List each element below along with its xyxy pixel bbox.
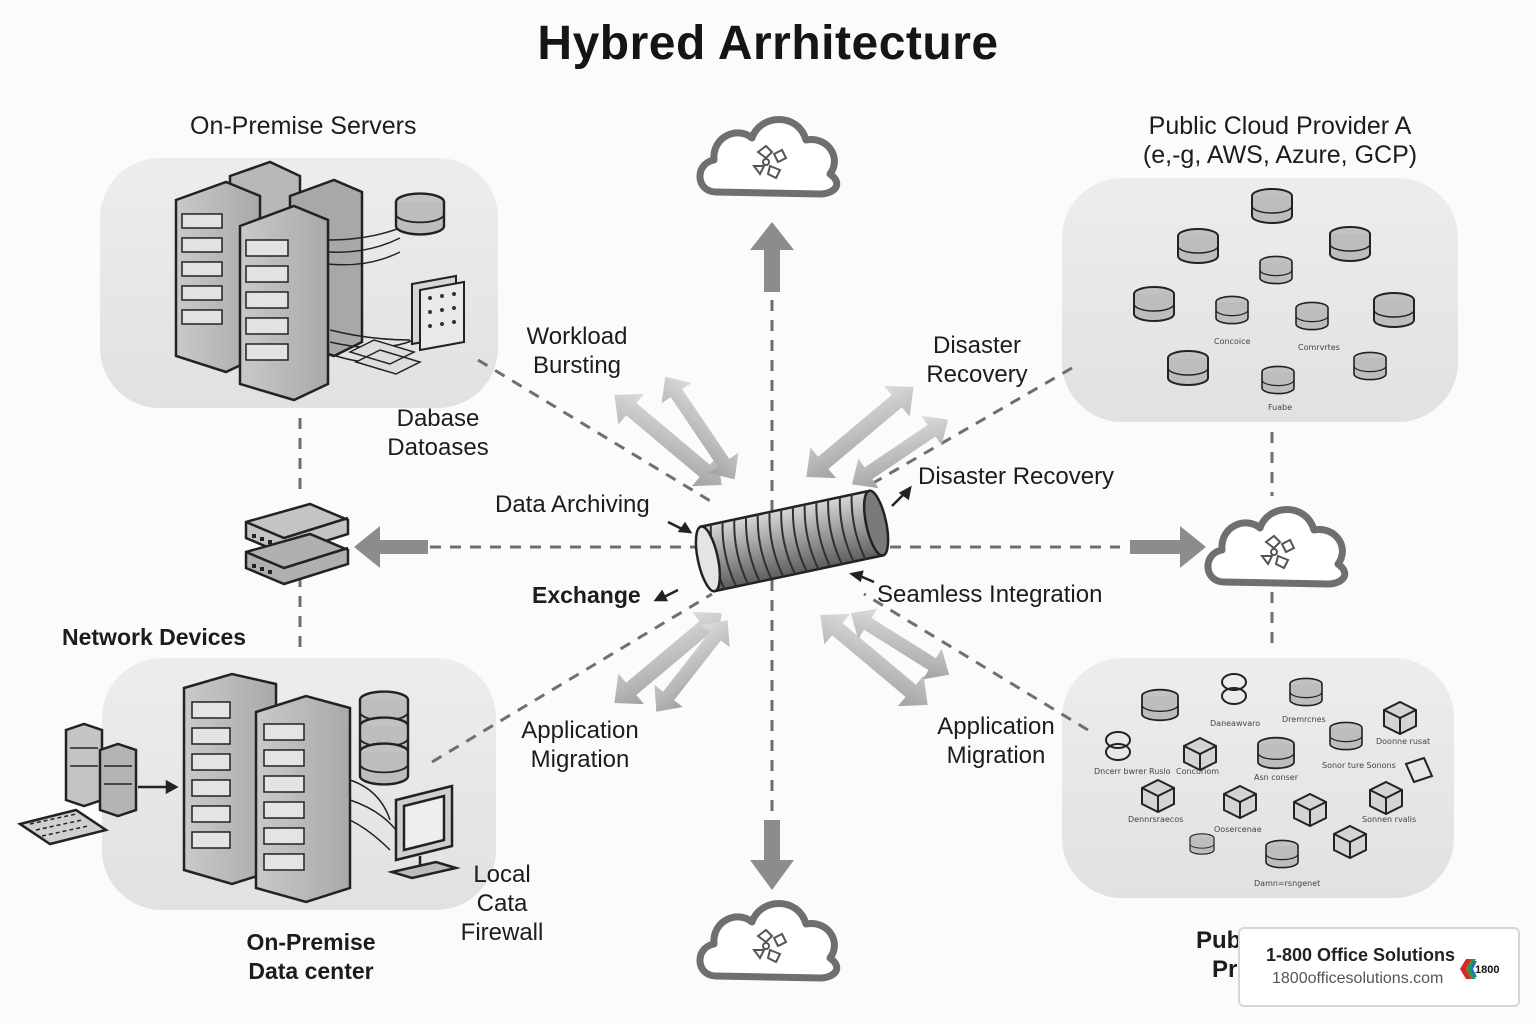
seamless-integration-label: Seamless Integration: [877, 581, 1103, 608]
dabase-line1: Dabase: [396, 405, 480, 432]
public-cloud-b-label: Pub Pr: [1196, 926, 1241, 984]
cloud-b-item-label: Sonor ture Sonons: [1322, 761, 1396, 770]
company-logo-text: 1800: [1475, 964, 1499, 976]
local-line1: Local: [473, 861, 531, 888]
cloud-b-item-label: Oosercenae: [1214, 825, 1262, 834]
cloud-b-item-label: Dncerr bwrer Ruslo: [1094, 767, 1171, 776]
server-rack-icon: [174, 160, 423, 402]
exchange-label: Exchange: [532, 582, 641, 608]
cloud-a-item-label: Fuabe: [1268, 403, 1292, 412]
cloud-bottom-icon: [700, 904, 837, 979]
label-arrows: [138, 485, 912, 795]
workstation-icon: [64, 722, 138, 818]
cloud-b-item-label: Dremrcnes: [1282, 715, 1326, 724]
cloud-b-item-label: Doonne rusat: [1376, 737, 1430, 746]
workload-bursting-line1: Workload: [526, 323, 628, 350]
workload-bursting-label: Workload Bursting: [510, 322, 644, 380]
public-cloud-b-line1: Pub: [1196, 927, 1242, 954]
monitor-icon: [387, 784, 461, 880]
company-logo-icon: 1800: [1460, 959, 1499, 979]
diagram-title: Hybred Arrhitecture: [537, 17, 999, 70]
disaster-recovery-upper-line1: Disaster: [932, 332, 1022, 359]
workload-bursting-line2: Bursting: [532, 352, 622, 379]
local-firewall-label: Local Cata Firewall: [446, 860, 558, 947]
app-migration-right-line2: Migration: [946, 742, 1046, 769]
main-arrows: [354, 222, 1206, 890]
storage-panel-icon: [411, 274, 465, 352]
data-tunnel-icon: [694, 489, 890, 593]
cloud-b-service-icons: Daneawvaro Dremrcnes Doonne rusat Dncerr…: [1094, 673, 1434, 888]
app-migration-left-label: Application Migration: [510, 716, 650, 774]
database-icon: [394, 192, 446, 236]
on-premise-servers-label: On-Premise Servers: [190, 112, 417, 140]
cloud-b-item-label: Concoriom: [1176, 767, 1219, 776]
public-cloud-a-line1: Public Cloud Provider A: [1148, 112, 1412, 140]
app-migration-right-line1: Application: [937, 713, 1055, 740]
dabase-label: Dabase Datoases: [378, 404, 498, 462]
local-line3: Firewall: [460, 919, 544, 946]
disaster-recovery-upper-label: Disaster Recovery: [912, 331, 1042, 389]
cloud-b-item-label: Damn=rsngenet: [1254, 879, 1320, 888]
keyboard-icon: [16, 808, 110, 846]
datacenter-database-icon: [358, 690, 410, 786]
public-cloud-a-line2: (e,-g, AWS, Azure, GCP): [1142, 141, 1418, 169]
local-line2: Cata: [476, 890, 528, 917]
app-migration-left-line2: Migration: [530, 746, 630, 773]
datacenter-rack-icon: [182, 672, 397, 904]
data-archiving-label: Data Archiving: [495, 491, 650, 518]
watermark-company-name: 1-800 Office Solutions: [1266, 945, 1456, 965]
datacenter-line1: On-Premise: [246, 929, 376, 955]
cloud-a-service-icons: Concoice Comrvrtes Fuabe: [1133, 188, 1415, 412]
cloud-a-item-label: Comrvrtes: [1298, 343, 1340, 352]
disaster-recovery-upper-line2: Recovery: [926, 361, 1028, 388]
cloud-b-item-label: Daneawvaro: [1210, 719, 1260, 728]
watermark-card[interactable]: 1-800 Office Solutions 1800officesolutio…: [1238, 927, 1520, 1007]
watermark-url[interactable]: 1800officesolutions.com: [1272, 970, 1444, 987]
app-migration-right-label: Application Migration: [926, 712, 1066, 770]
cloud-b-item-label: Asn conser: [1254, 773, 1299, 782]
disaster-recovery-mid-label: Disaster Recovery: [918, 463, 1115, 490]
dabase-line2: Datoases: [387, 434, 489, 461]
cloud-b-item-label: Dennrsraecos: [1128, 815, 1183, 824]
datacenter-line2: Data center: [248, 958, 374, 984]
on-premise-datacenter-label: On-Premise Data center: [226, 928, 396, 986]
app-migration-left-line1: Application: [521, 717, 639, 744]
cloud-a-item-label: Concoice: [1214, 337, 1250, 346]
public-cloud-b-line2: Pr: [1212, 956, 1238, 983]
public-cloud-a-label: Public Cloud Provider A (e,-g, AWS, Azur…: [1110, 112, 1450, 170]
network-devices-label: Network Devices: [62, 624, 247, 650]
double-arrows: [614, 376, 950, 712]
cloud-b-item-label: Sonnen rvalis: [1362, 815, 1416, 824]
cloud-right-icon: [1208, 510, 1345, 585]
cloud-top-icon: [700, 120, 837, 195]
network-switch-icon: [244, 502, 350, 586]
